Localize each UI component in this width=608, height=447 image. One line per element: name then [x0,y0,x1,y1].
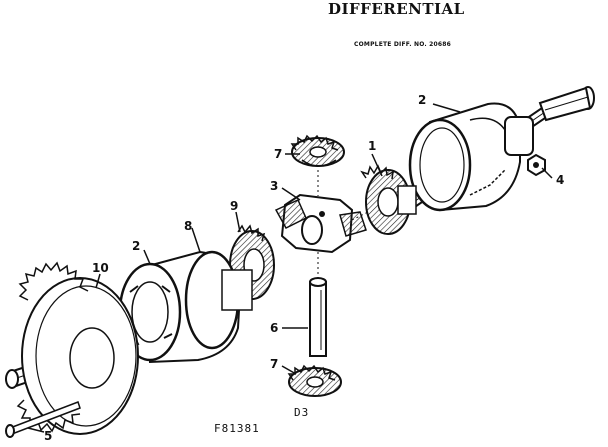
pinion-gear-top [290,134,345,167]
bolt [5,401,81,438]
callout-10: 10 [92,261,109,275]
callout-8: 8 [184,219,193,233]
callout-leaders [27,103,553,433]
callout-9: 9 [230,199,239,213]
callout-2-right: 2 [418,93,427,107]
callout-3: 3 [270,179,279,193]
diagram-subtitle: COMPLETE DIFF. NO. 20686 [354,41,452,48]
callout-1: 1 [368,139,377,153]
callout-7-bottom: 7 [270,357,279,371]
view-code: D3 [294,406,310,419]
pinion-gear-bottom [287,364,342,397]
sprocket [16,261,139,435]
side-bevel-gear [360,164,417,235]
cross-pin [309,277,327,357]
right-housing-half [408,102,534,212]
callout-5: 5 [44,429,53,443]
callout-7-top: 7 [274,147,283,161]
diagram-title: DIFFERENTIAL [328,0,465,18]
callout-6: 6 [270,321,279,335]
spider-block [274,170,369,280]
left-housing-half [118,250,253,364]
callout-4: 4 [556,173,565,187]
callout-2-left: 2 [132,239,141,253]
nut [527,153,546,177]
figure-code: F81381 [214,422,260,435]
